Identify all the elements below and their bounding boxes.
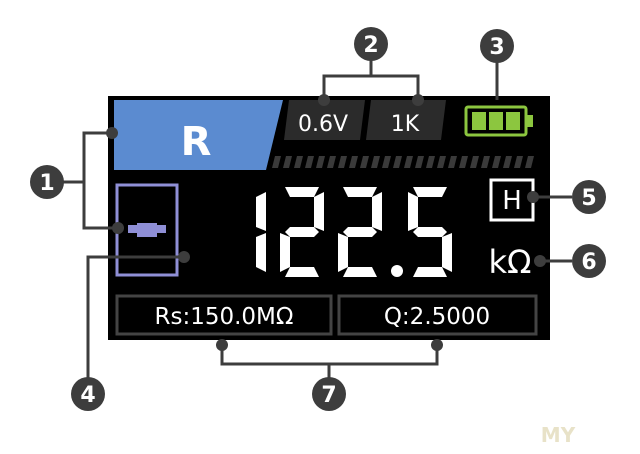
- bar-tick: [415, 156, 424, 168]
- bar-tick: [514, 156, 523, 168]
- bar-tick: [272, 156, 281, 168]
- leader-lines: [60, 58, 572, 378]
- bar-tick: [503, 156, 512, 168]
- secondary-left-box: [115, 294, 333, 336]
- secondary-right-box: [337, 294, 538, 336]
- segment-g: [413, 227, 447, 237]
- battery-bar-2: [489, 112, 503, 130]
- battery-bar-1: [472, 112, 486, 130]
- bar-tick: [459, 156, 468, 168]
- segment-a: [413, 187, 447, 197]
- bar-tick: [283, 156, 292, 168]
- segment-c: [256, 233, 266, 272]
- leader-4: [86, 255, 184, 378]
- callout-2-number: 2: [363, 33, 378, 58]
- callout-3: 3: [480, 29, 514, 63]
- leader-dots: [106, 94, 546, 351]
- segment-a: [343, 187, 377, 197]
- unit-label: kΩ: [489, 243, 532, 281]
- bar-tick: [382, 156, 391, 168]
- segment-g: [285, 227, 319, 237]
- bar-tick: [448, 156, 457, 168]
- bar-tick: [393, 156, 402, 168]
- bar-tick: [327, 156, 336, 168]
- battery-bar-3: [506, 112, 520, 130]
- callout-5: 5: [572, 180, 606, 214]
- segment-b: [256, 192, 266, 231]
- callout-7: 7: [312, 377, 346, 411]
- segment-a: [285, 187, 319, 197]
- callout-6-number: 6: [581, 250, 596, 275]
- mode-box: [114, 100, 283, 170]
- hold-indicator-label: H: [502, 186, 522, 216]
- bar-tick: [371, 156, 380, 168]
- bar-tick: [349, 156, 358, 168]
- callout-6: 6: [572, 244, 606, 278]
- digit-4: [408, 187, 452, 277]
- callout-1: 1: [30, 165, 64, 199]
- segment-g: [343, 227, 377, 237]
- test-frequency-label: 1K: [391, 112, 420, 137]
- leader-1: [60, 131, 118, 230]
- bar-tick: [294, 156, 303, 168]
- callout-2: 2: [354, 27, 388, 61]
- battery-icon: [464, 105, 533, 137]
- bar-tick: [470, 156, 479, 168]
- callout-3-number: 3: [489, 35, 504, 60]
- segment-f: [408, 192, 418, 231]
- segment-d: [413, 267, 447, 277]
- callout-4-number: 4: [80, 383, 95, 408]
- segment-e: [280, 233, 290, 272]
- secondary-left-label: Rs:150.0MΩ: [155, 304, 294, 330]
- bar-tick: [481, 156, 490, 168]
- segment-c: [442, 233, 452, 272]
- decimal-point: [391, 265, 403, 277]
- bar-tick: [316, 156, 325, 168]
- segment-e: [338, 233, 348, 272]
- bar-tick: [492, 156, 501, 168]
- secondary-right-label: Q:2.5000: [384, 304, 490, 330]
- callout-7-number: 7: [321, 383, 336, 408]
- segment-d: [285, 267, 319, 277]
- bar-tick: [437, 156, 446, 168]
- main-reading: [256, 187, 452, 277]
- bar-tick: [305, 156, 314, 168]
- segment-d: [343, 267, 377, 277]
- watermark: MY: [541, 423, 576, 447]
- test-voltage-box: [284, 100, 365, 140]
- mode-label: R: [181, 119, 212, 165]
- digit-2: [280, 187, 324, 277]
- test-voltage-label: 0.6V: [298, 112, 348, 137]
- callout-4: 4: [71, 377, 105, 411]
- digit-1: [256, 192, 266, 272]
- bar-graph: [272, 156, 534, 168]
- leader-7: [220, 345, 439, 378]
- bar-tick: [338, 156, 347, 168]
- segment-b: [314, 192, 324, 231]
- callout-1-number: 1: [39, 171, 54, 196]
- leader-2: [322, 58, 420, 100]
- digit-3: [338, 187, 382, 277]
- callout-5-number: 5: [581, 186, 596, 211]
- bar-tick: [426, 156, 435, 168]
- bar-tick: [360, 156, 369, 168]
- bar-tick: [404, 156, 413, 168]
- test-frequency-box: [366, 100, 446, 140]
- bar-tick: [525, 156, 534, 168]
- segment-b: [372, 192, 382, 231]
